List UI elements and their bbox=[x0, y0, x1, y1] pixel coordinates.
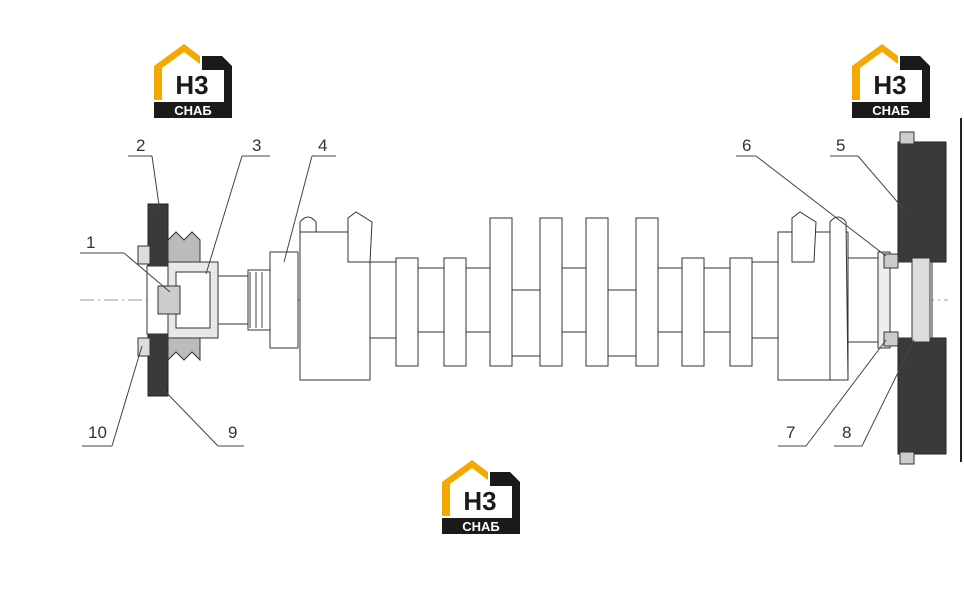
leader-lines bbox=[80, 155, 915, 447]
callout-9: 9 bbox=[228, 423, 238, 442]
logo-text-top: H3 bbox=[463, 486, 496, 516]
callout-5: 5 bbox=[836, 136, 846, 155]
callout-1: 1 bbox=[86, 233, 96, 252]
brand-logo-bottom-center: H3 СНАБ bbox=[442, 460, 520, 534]
callout-10: 10 bbox=[88, 423, 107, 442]
brand-logo-top-left: H3 СНАБ bbox=[154, 44, 232, 118]
callout-4: 4 bbox=[318, 136, 328, 155]
callout-2: 2 bbox=[136, 136, 146, 155]
front-pulley-assembly bbox=[137, 203, 271, 397]
callout-7: 7 bbox=[786, 423, 796, 442]
logo-text-bottom: СНАБ bbox=[174, 103, 212, 118]
logo-text-bottom: СНАБ bbox=[872, 103, 910, 118]
callout-6: 6 bbox=[742, 136, 752, 155]
callout-8: 8 bbox=[842, 423, 852, 442]
logo-text-top: H3 bbox=[175, 70, 208, 100]
logo-text-top: H3 bbox=[873, 70, 906, 100]
logo-text-bottom: СНАБ bbox=[462, 519, 500, 534]
crankshaft-body bbox=[269, 211, 891, 381]
callout-3: 3 bbox=[252, 136, 262, 155]
brand-logo-top-right: H3 СНАБ bbox=[852, 44, 930, 118]
flywheel-assembly bbox=[883, 131, 947, 465]
